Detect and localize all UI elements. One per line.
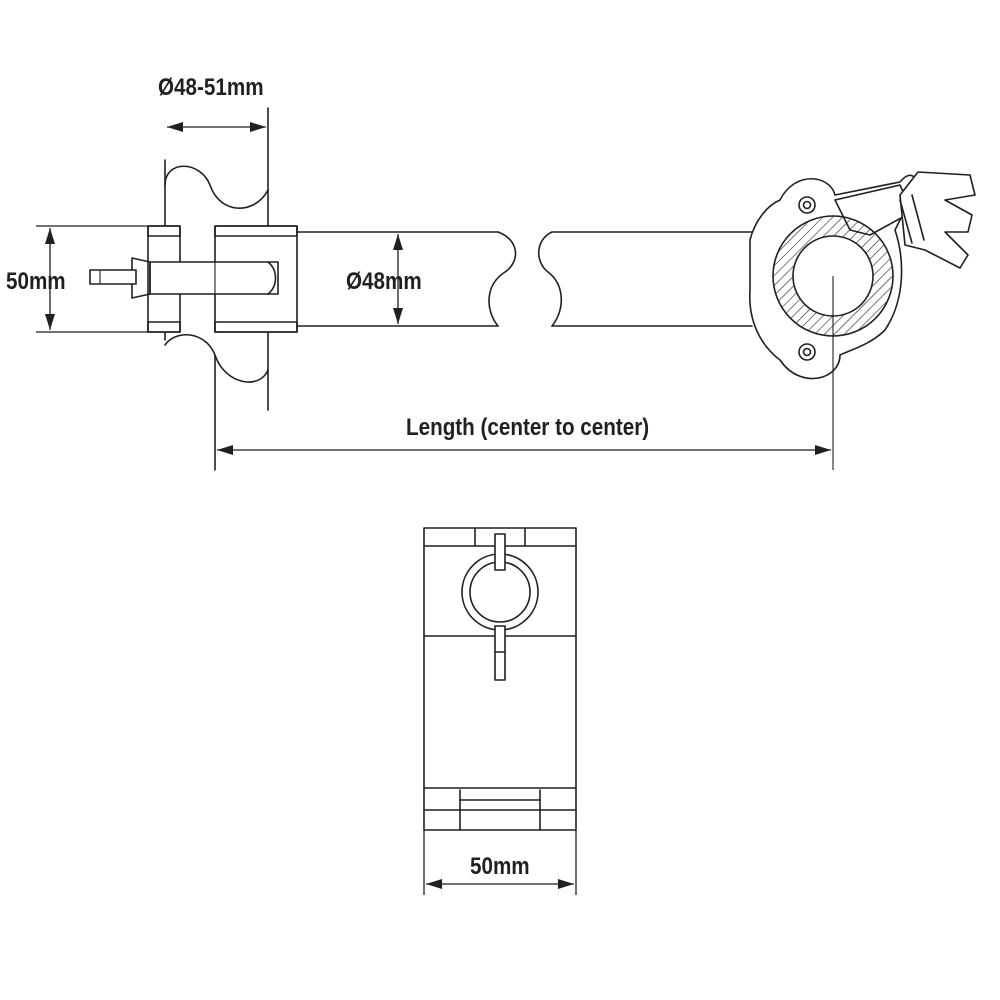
- clamp-range-label: Ø48-51mm: [158, 74, 264, 101]
- dim-clamp-width: [423, 830, 577, 895]
- clamp-height-label: 50mm: [6, 268, 66, 295]
- length-label: Length (center to center): [406, 414, 650, 441]
- dim-tube-diameter: [393, 234, 403, 324]
- dim-clamp-range: [167, 122, 266, 132]
- tube-diameter-label: Ø48mm: [346, 268, 422, 295]
- half-coupler: [749, 171, 976, 470]
- dim-length: [217, 445, 831, 455]
- tube: [296, 231, 753, 327]
- clamp-width-label: 50mm: [470, 853, 530, 880]
- left-clamp-body: [89, 225, 298, 333]
- front-view: [423, 527, 577, 831]
- dim-clamp-height: [36, 225, 148, 333]
